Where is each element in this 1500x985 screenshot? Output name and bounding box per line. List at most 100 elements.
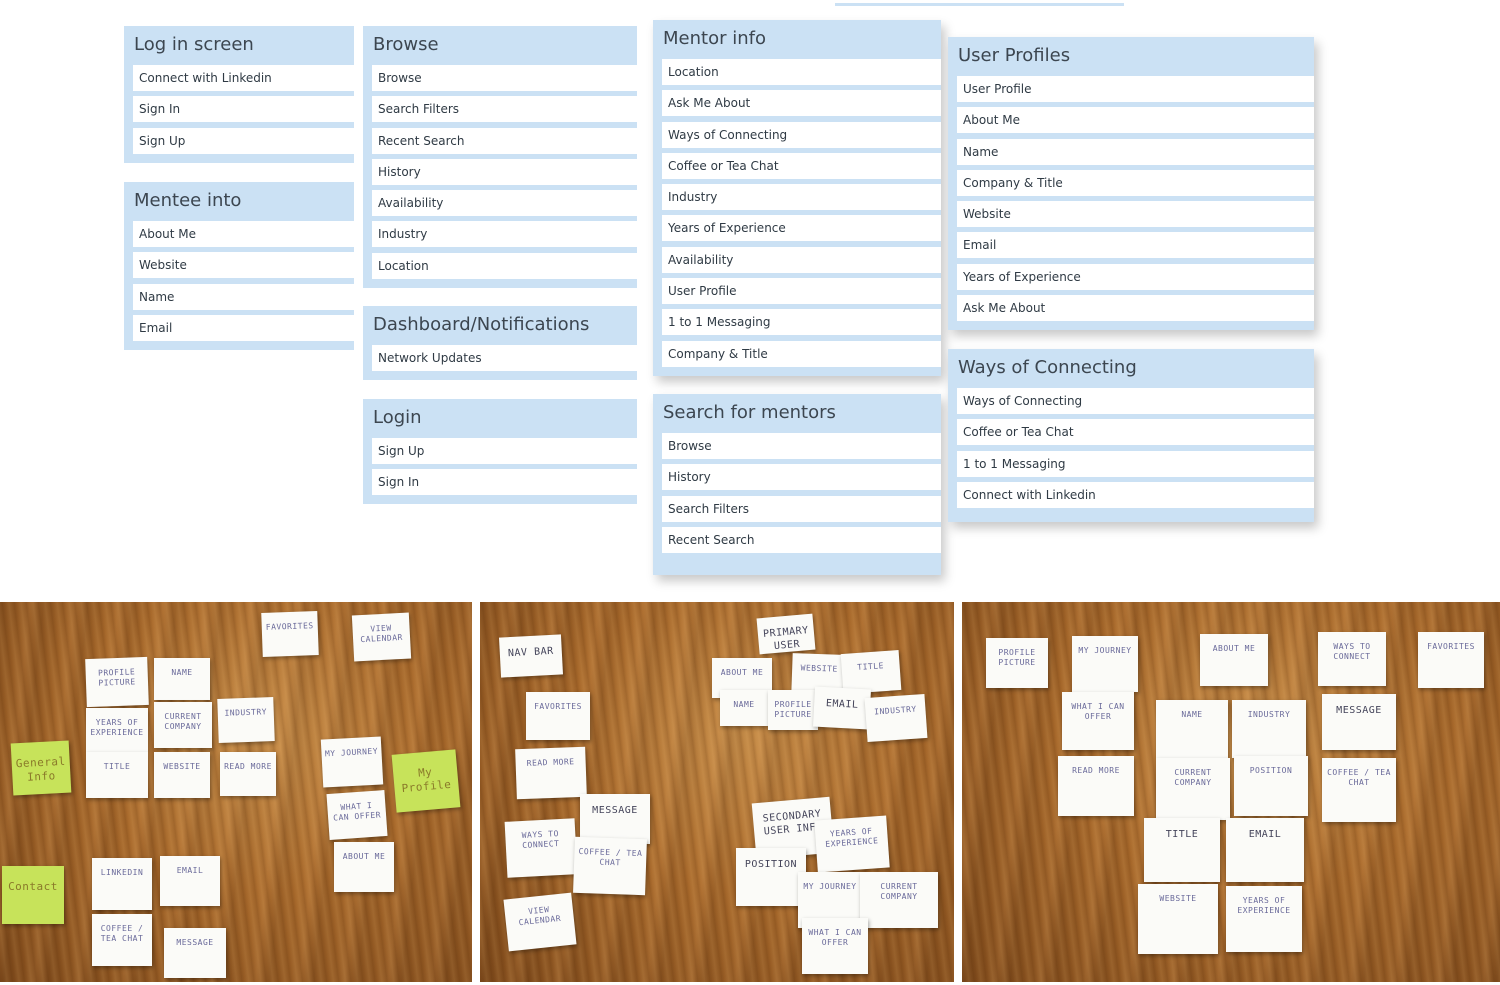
sticky-note: MESSAGE: [580, 794, 650, 844]
card-item[interactable]: Sign In: [133, 96, 354, 123]
card-item[interactable]: About Me: [957, 107, 1314, 134]
sticky-note: EMAIL: [1226, 818, 1304, 882]
card-item[interactable]: User Profile: [957, 76, 1314, 102]
sticky-note: COFFEE / TEA CHAT: [1322, 758, 1396, 822]
sticky-note: NAME: [154, 658, 210, 700]
sticky-note: MESSAGE: [1322, 694, 1396, 750]
card-item[interactable]: Sign Up: [372, 438, 637, 464]
sticky-note: LINKEDIN: [92, 858, 152, 910]
sticky-note: TITLE: [840, 650, 902, 694]
sticky-note: NAME: [720, 690, 768, 726]
card-item[interactable]: Recent Search: [662, 526, 941, 553]
sticky-note: PROFILE PICTURE: [85, 656, 149, 708]
card-item[interactable]: Network Updates: [372, 345, 637, 371]
group-title: Dashboard/Notifications: [373, 314, 590, 335]
sticky-note: EMAIL: [160, 856, 220, 906]
sticky-note: POSITION: [1234, 756, 1308, 816]
card-item[interactable]: Website: [133, 252, 354, 279]
group-browse: Browse Browse Search Filters Recent Sear…: [363, 26, 637, 288]
card-item[interactable]: Email: [957, 232, 1314, 259]
sticky-note: CURRENT COMPANY: [860, 872, 938, 928]
sticky-note: VIEW CALENDAR: [503, 892, 577, 952]
sticky-note: ABOUT ME: [334, 842, 394, 892]
group-login: Login Sign Up Sign In: [363, 399, 637, 505]
sticky-note: PRIMARY USER INFO: [756, 613, 816, 655]
group-dashboard-notifications: Dashboard/Notifications Network Updates: [363, 306, 637, 380]
sticky-note: MESSAGE: [164, 928, 226, 978]
sticky-note: TITLE: [1144, 818, 1220, 882]
sticky-note: FAVORITES: [526, 692, 590, 740]
card-item[interactable]: Ways of Connecting: [662, 121, 941, 148]
card-item[interactable]: Search Filters: [662, 495, 941, 522]
sticky-note: CURRENT COMPANY: [1156, 758, 1230, 820]
card-item[interactable]: History: [662, 464, 941, 491]
card-item[interactable]: Company & Title: [662, 340, 941, 367]
card-item[interactable]: Coffee or Tea Chat: [662, 152, 941, 179]
group-title: Browse: [373, 34, 439, 55]
card-item[interactable]: Industry: [372, 221, 637, 248]
card-item[interactable]: Ways of Connecting: [957, 388, 1314, 414]
card-item[interactable]: About Me: [133, 221, 354, 247]
card-item[interactable]: Sign In: [372, 469, 637, 496]
group-mentor-info: Mentor info Location Ask Me About Ways o…: [653, 20, 941, 376]
card-item[interactable]: Connect with Linkedin: [133, 65, 354, 91]
sticky-note: WEBSITE: [1138, 884, 1218, 954]
card-item[interactable]: Availability: [372, 190, 637, 217]
sticky-note: TITLE: [86, 752, 148, 798]
group-title: Login: [373, 407, 422, 428]
card-item[interactable]: Browse: [372, 65, 637, 91]
card-item[interactable]: Email: [133, 314, 354, 341]
group-log-in-screen: Log in screen Connect with Linkedin Sign…: [124, 26, 354, 163]
sticky-note: PROFILE PICTURE: [986, 638, 1048, 688]
card-item[interactable]: Ask Me About: [662, 90, 941, 117]
sticky-note: My Profile: [391, 749, 461, 813]
group-title: Search for mentors: [663, 402, 836, 423]
card-item[interactable]: Company & Title: [957, 169, 1314, 196]
card-item[interactable]: Name: [133, 283, 354, 310]
group-user-profiles: User Profiles User Profile About Me Name…: [948, 37, 1314, 331]
sticky-note: CURRENT COMPANY: [154, 702, 212, 748]
card-item[interactable]: Browse: [662, 433, 941, 459]
photo-card-sort-3: PROFILE PICTURE MY JOURNEY ABOUT ME WAYS…: [962, 602, 1500, 982]
sticky-note: PROFILE PICTURE: [768, 690, 818, 730]
card-item[interactable]: User Profile: [662, 278, 941, 305]
card-item[interactable]: 1 to 1 Messaging: [662, 309, 941, 336]
sticky-note: MY JOURNEY: [1072, 636, 1138, 692]
group-title: Mentee into: [134, 190, 242, 211]
group-title: User Profiles: [958, 45, 1071, 66]
card-item[interactable]: Connect with Linkedin: [957, 481, 1314, 508]
card-item[interactable]: Years of Experience: [662, 215, 941, 242]
top-strip-decoration: [835, 3, 1124, 6]
sticky-note: FAVORITES: [1418, 632, 1484, 688]
sticky-note: WHAT I CAN OFFER: [802, 918, 868, 974]
sticky-note: General Info: [10, 740, 72, 796]
sticky-note: EMAIL: [812, 686, 872, 730]
card-item[interactable]: Recent Search: [372, 127, 637, 154]
sticky-note: INDUSTRY: [864, 693, 928, 743]
sticky-note: READ MORE: [1058, 756, 1134, 816]
card-item[interactable]: Location: [662, 59, 941, 85]
photo-card-sort-1: FAVORITES VIEW CALENDAR PROFILE PICTURE …: [0, 602, 472, 982]
card-item[interactable]: Search Filters: [372, 96, 637, 123]
sticky-note: POSITION: [736, 848, 806, 906]
sticky-note: INDUSTRY: [217, 697, 275, 743]
sticky-note: WAYS TO CONNECT: [1318, 632, 1386, 686]
sticky-note: NAV BAR: [498, 634, 564, 678]
card-item[interactable]: Sign Up: [133, 127, 354, 154]
card-item[interactable]: Coffee or Tea Chat: [957, 419, 1314, 446]
group-search-for-mentors: Search for mentors Browse History Search…: [653, 394, 941, 575]
card-item[interactable]: Industry: [662, 184, 941, 211]
card-item[interactable]: Website: [957, 201, 1314, 228]
card-item[interactable]: Availability: [662, 246, 941, 273]
card-item[interactable]: Years of Experience: [957, 263, 1314, 290]
card-item[interactable]: Name: [957, 138, 1314, 165]
card-item[interactable]: Location: [372, 252, 637, 279]
card-item[interactable]: Ask Me About: [957, 295, 1314, 322]
sticky-note: COFFEE / TEA CHAT: [92, 914, 152, 966]
sticky-note: WHAT I CAN OFFER: [1062, 692, 1134, 750]
card-item[interactable]: History: [372, 158, 637, 185]
group-mentee-into: Mentee into About Me Website Name Email: [124, 182, 354, 350]
sticky-note: READ MORE: [220, 752, 276, 796]
card-item[interactable]: 1 to 1 Messaging: [957, 450, 1314, 477]
sticky-note: WHAT I CAN OFFER: [326, 790, 388, 840]
